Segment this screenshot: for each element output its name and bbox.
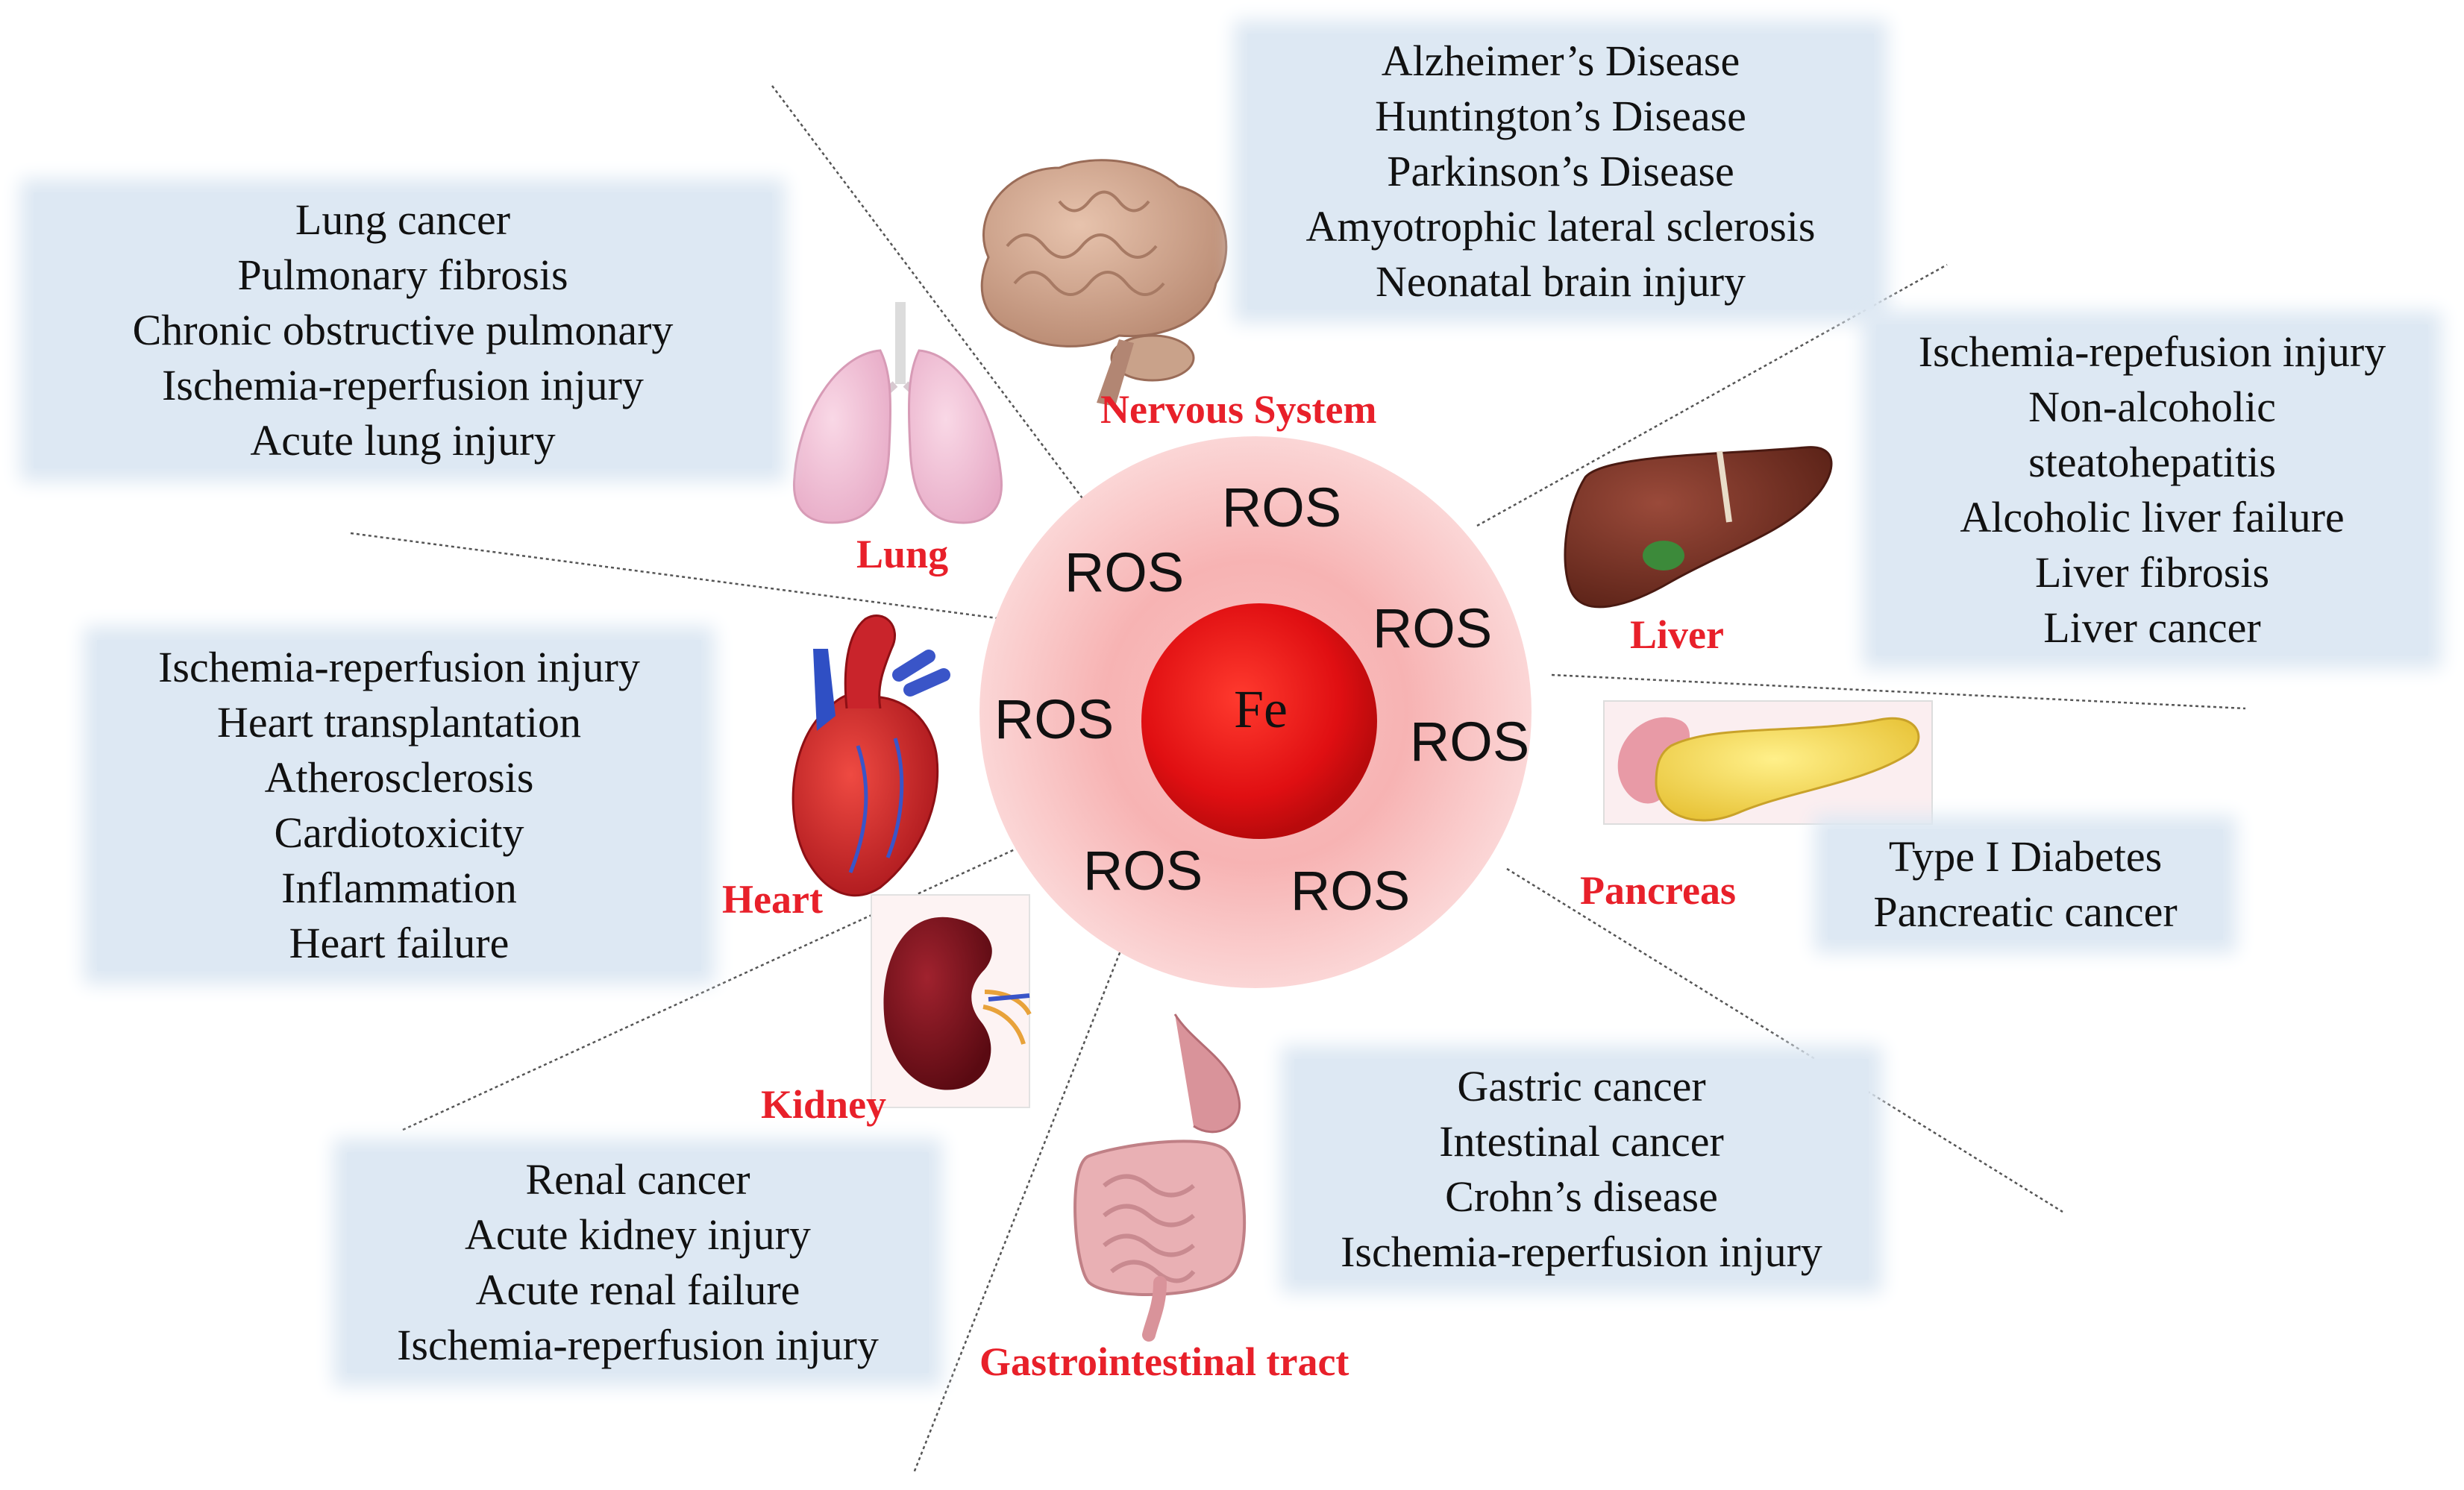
disease-item: Lung cancer xyxy=(295,195,511,244)
heart-disease-box: Ischemia-reperfusion injury Heart transp… xyxy=(97,640,701,971)
disease-item: Intestinal cancer xyxy=(1439,1117,1724,1166)
ros-label: ROS xyxy=(1222,477,1341,538)
organ-label-nervous: Nervous System xyxy=(1100,387,1377,432)
disease-item: Heart transplantation xyxy=(217,698,581,746)
gi-disease-box: Gastric cancer Intestinal cancer Crohn’s… xyxy=(1294,1059,1869,1280)
disease-item: Ischemia-reperfusion injury xyxy=(158,643,640,691)
kidney-disease-box: Renal cancer Acute kidney injury Acute r… xyxy=(347,1152,929,1373)
disease-item: Cardiotoxicity xyxy=(274,808,524,857)
intestine-icon xyxy=(1073,1013,1247,1342)
disease-item: Acute kidney injury xyxy=(465,1210,811,1259)
disease-item: Chronic obstructive pulmonary xyxy=(132,306,674,354)
disease-item: Huntington’s Disease xyxy=(1375,92,1746,140)
kidney-icon xyxy=(871,894,1032,1108)
iron-label: Fe xyxy=(1234,679,1288,739)
lung-icon xyxy=(792,302,1003,524)
disease-item: Neonatal brain injury xyxy=(1375,257,1746,306)
liver-disease-box: Ischemia-repefusion injury Non-alcoholic… xyxy=(1876,324,2428,656)
disease-item: Heart failure xyxy=(289,919,510,967)
connector-gi-right xyxy=(1506,867,2063,1213)
ros-label: ROS xyxy=(1410,711,1529,773)
disease-item: Amyotrophic lateral sclerosis xyxy=(1305,202,1816,251)
disease-item: Atherosclerosis xyxy=(264,753,534,802)
disease-item: Renal cancer xyxy=(525,1155,750,1204)
disease-item: Ischemia-repefusion injury xyxy=(1918,327,2386,376)
disease-item: Alzheimer’s Disease xyxy=(1381,37,1740,85)
ros-label: ROS xyxy=(1291,860,1410,922)
disease-item: Liver fibrosis xyxy=(2034,548,2270,597)
organ-label-heart: Heart xyxy=(722,877,823,922)
disease-item: Ischemia-reperfusion injury xyxy=(162,361,644,409)
heart-icon xyxy=(791,614,950,897)
disease-item: Acute lung injury xyxy=(250,416,556,465)
connector-gi-left xyxy=(912,935,1128,1474)
ros-label: ROS xyxy=(1065,541,1184,603)
connector-pancreas xyxy=(1551,673,2246,710)
organ-label-liver: Liver xyxy=(1630,612,1724,657)
disease-item: Ischemia-reperfusion injury xyxy=(397,1321,879,1369)
disease-item: Acute renal failure xyxy=(475,1266,800,1314)
disease-item: Non-alcoholic xyxy=(2028,383,2276,431)
organ-label-gi: Gastrointestinal tract xyxy=(979,1339,1349,1384)
disease-item: Pulmonary fibrosis xyxy=(237,251,568,299)
ros-label: ROS xyxy=(994,688,1114,750)
disease-item: Alcoholic liver failure xyxy=(1960,493,2345,541)
liver-icon xyxy=(1564,446,1833,609)
pancreas-icon xyxy=(1603,700,1933,825)
connector-lung xyxy=(350,532,1004,620)
connector-heart xyxy=(402,841,1030,1131)
pancreas-disease-box: Type I Diabetes Pancreatic cancer xyxy=(1828,829,2223,940)
lung-disease-box: Lung cancer Pulmonary fibrosis Chronic o… xyxy=(34,192,772,468)
connector-nervous xyxy=(771,85,1090,508)
organ-label-kidney: Kidney xyxy=(761,1082,887,1127)
nervous-disease-box: Alzheimer’s Disease Huntington’s Disease… xyxy=(1247,34,1874,309)
organ-label-lung: Lung xyxy=(856,532,949,576)
ros-label: ROS xyxy=(1373,597,1492,659)
disease-item: Gastric cancer xyxy=(1457,1062,1706,1110)
disease-item: Pancreatic cancer xyxy=(1873,887,2178,936)
iron-core xyxy=(1141,603,1377,839)
disease-item: Inflammation xyxy=(281,864,517,912)
organ-label-pancreas: Pancreas xyxy=(1580,868,1736,913)
disease-item: Liver cancer xyxy=(2043,603,2261,652)
ros-iron-hub: Fe ROS ROS ROS ROS ROS ROS ROS xyxy=(979,436,1532,988)
disease-item: Parkinson’s Disease xyxy=(1387,147,1734,195)
ros-label: ROS xyxy=(1083,840,1203,902)
disease-item: steatohepatitis xyxy=(2028,438,2276,486)
disease-item: Type I Diabetes xyxy=(1888,832,2163,881)
brain-icon xyxy=(980,159,1228,406)
disease-item: Crohn’s disease xyxy=(1445,1172,1718,1221)
disease-item: Ischemia-reperfusion injury xyxy=(1341,1227,1822,1276)
